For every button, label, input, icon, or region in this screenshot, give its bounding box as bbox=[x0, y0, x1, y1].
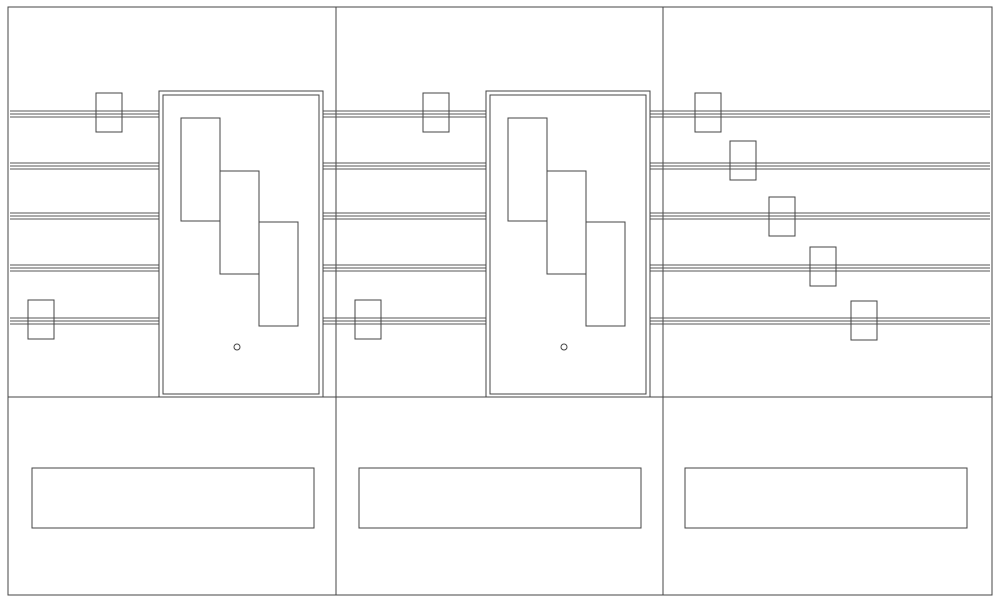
breaker-module bbox=[694, 92, 722, 133]
din-rails bbox=[10, 110, 990, 325]
door-panel-inner bbox=[489, 94, 647, 395]
breaker-module bbox=[95, 92, 123, 133]
door-panel-outer bbox=[158, 90, 324, 398]
breaker-module bbox=[354, 299, 382, 340]
switch-block bbox=[180, 117, 221, 222]
switch-block bbox=[507, 117, 548, 222]
label-plate bbox=[684, 467, 968, 529]
label-plate bbox=[31, 467, 315, 529]
outer-frame bbox=[7, 6, 993, 596]
switch-block bbox=[258, 221, 299, 327]
breaker-module bbox=[809, 246, 837, 287]
lock-icon bbox=[233, 343, 241, 351]
lock-icon bbox=[560, 343, 568, 351]
door-panel-inner bbox=[162, 94, 320, 395]
switch-block bbox=[585, 221, 626, 327]
door-panel-outer bbox=[485, 90, 651, 398]
breaker-module bbox=[768, 196, 796, 237]
breaker-module bbox=[422, 92, 450, 133]
breaker-module bbox=[850, 300, 878, 341]
breaker-module bbox=[729, 140, 757, 181]
breaker-module bbox=[27, 299, 55, 340]
components bbox=[27, 90, 968, 529]
label-plate bbox=[358, 467, 642, 529]
